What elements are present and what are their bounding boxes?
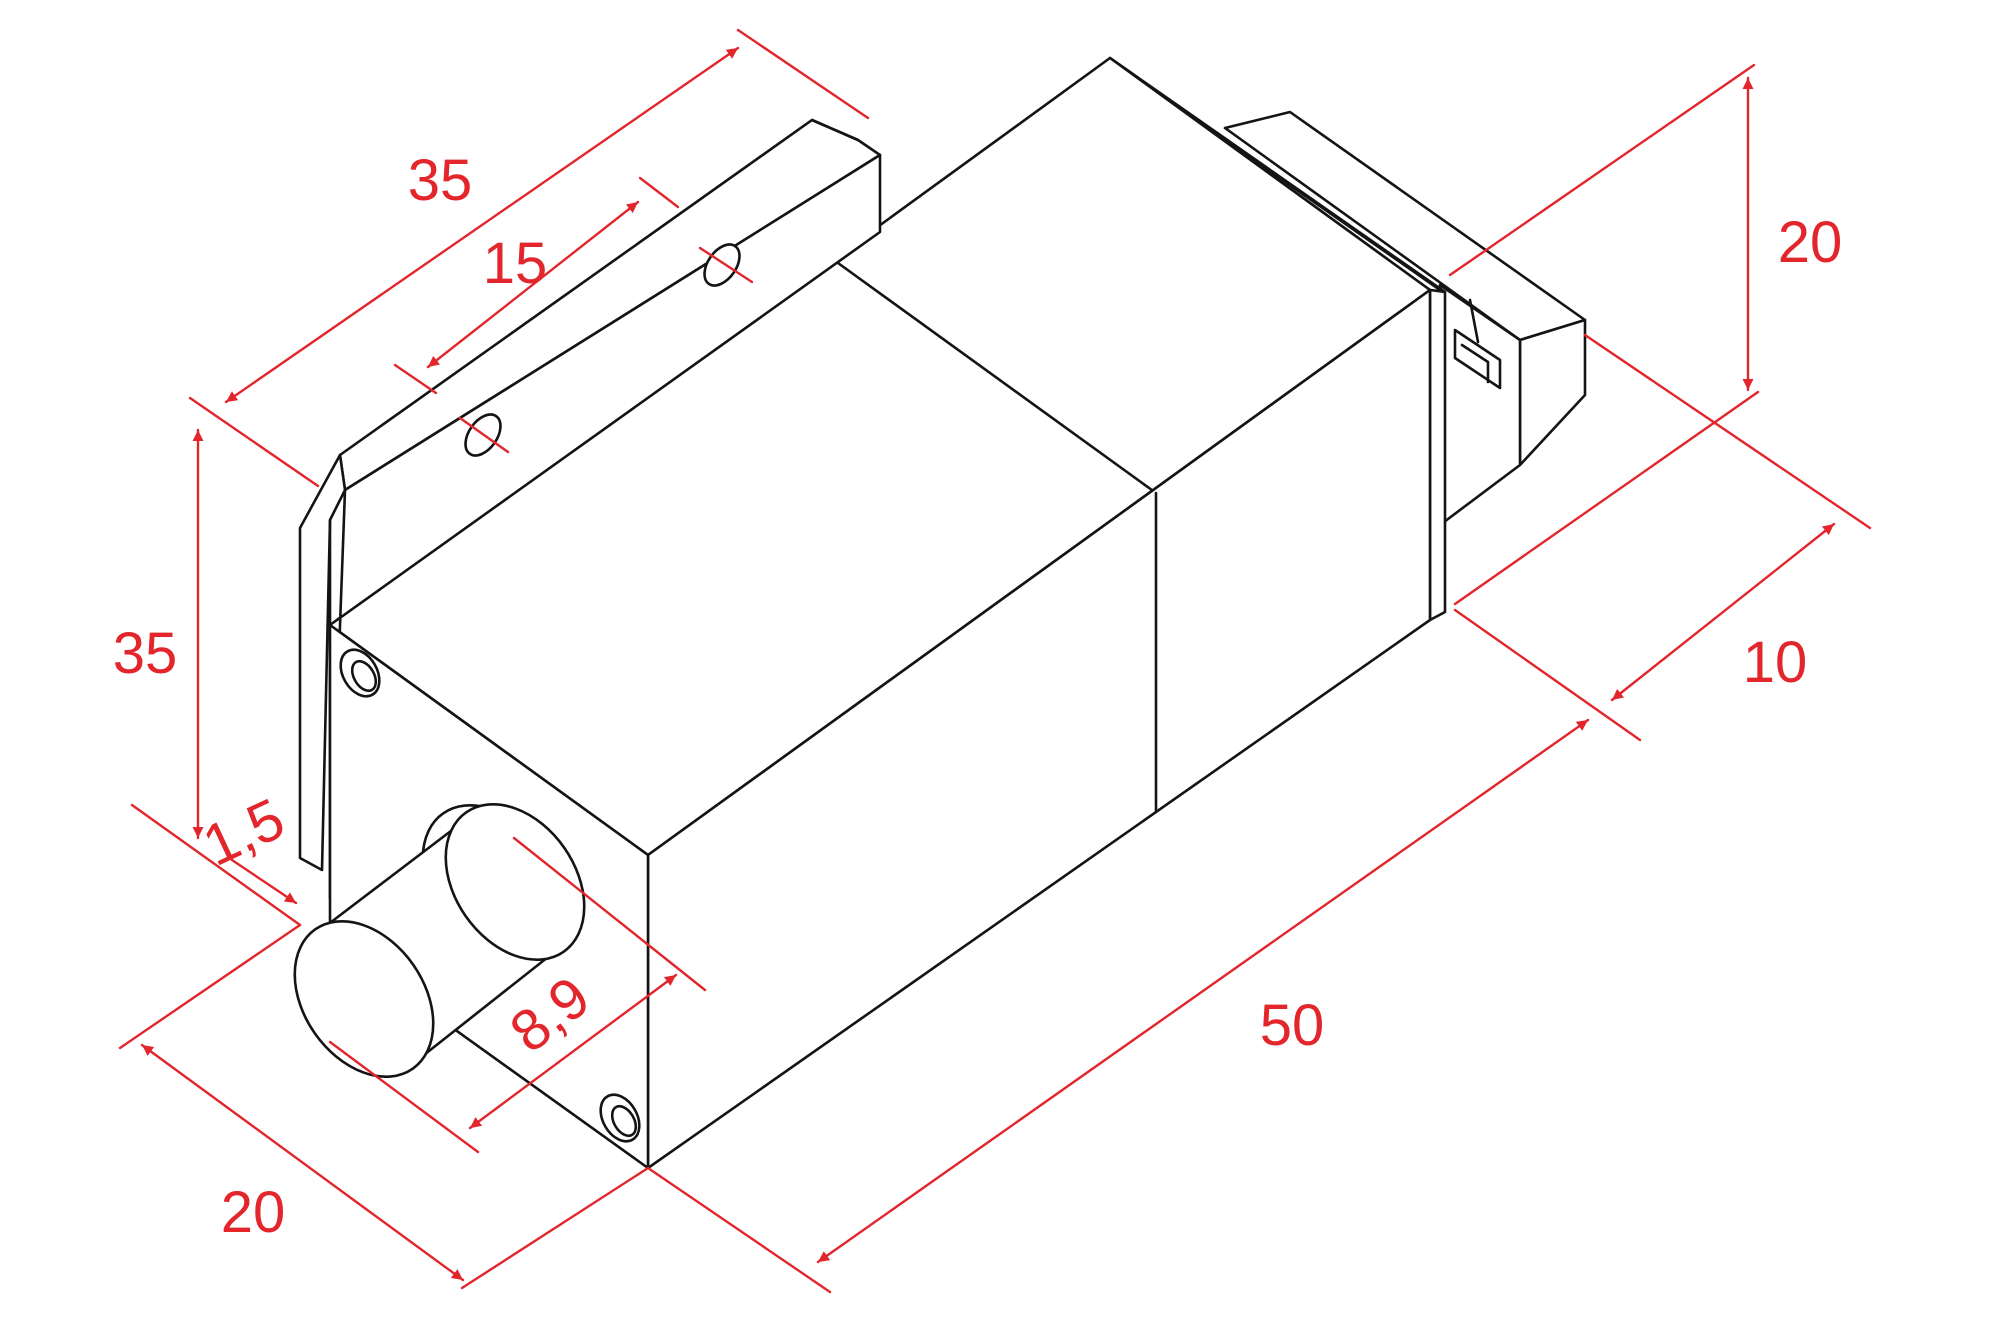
label-body-height: 20	[1778, 210, 1843, 275]
extension-lines	[118, 28, 1872, 1294]
dim-line-body-width	[140, 1043, 465, 1282]
label-hole-spacing: 15	[483, 231, 548, 296]
dim-line-knob-diameter	[468, 973, 678, 1130]
label-flange-length: 35	[408, 148, 473, 213]
label-body-length: 50	[1260, 993, 1325, 1058]
label-flange-thickness: 1,5	[193, 786, 294, 879]
dim-line-hole-spacing	[426, 200, 640, 369]
rear-bolt-block	[1223, 110, 1587, 527]
dim-line-body-length	[816, 718, 1590, 1264]
dim-line-rear-depth	[1610, 522, 1836, 702]
label-rear-depth: 10	[1743, 630, 1808, 695]
front-screw-hole-top-inner	[350, 659, 378, 693]
dim-line-flange-thickness	[230, 858, 298, 905]
latch-body	[293, 56, 1587, 1170]
body-top-seam	[836, 261, 1158, 495]
knob-rear-face	[444, 803, 586, 961]
label-body-width: 20	[221, 1180, 286, 1245]
label-flange-height: 35	[113, 621, 178, 686]
